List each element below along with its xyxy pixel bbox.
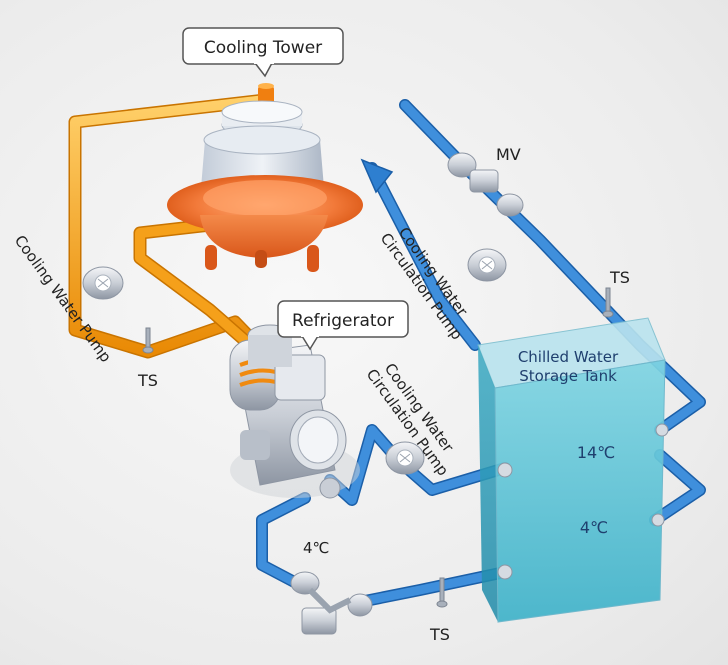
ts-bottom-label: TS: [429, 625, 450, 644]
three-way-valve-icon: [290, 571, 373, 635]
ts-right-label: TS: [609, 268, 630, 287]
tank-title-line2: Storage Tank: [519, 367, 617, 385]
cooling-tower-label: Cooling Tower: [204, 38, 322, 58]
temperature-sensor-icon: [142, 287, 614, 608]
cooling-water-pump-icon: [82, 266, 124, 300]
tank-temp-top: 14℃: [577, 443, 615, 462]
circulation-pump-top-icon: [467, 248, 507, 282]
cooling-tower-callout: Cooling Tower: [182, 27, 344, 78]
refrigerator-unit: [229, 324, 360, 499]
cooling-water-pipes: [68, 93, 272, 359]
outlet-temperature-label: 4℃: [303, 539, 329, 557]
tank-title-line1: Chilled Water: [518, 348, 619, 366]
cooling-tower: [167, 83, 363, 272]
chilled-water-storage-tank: [477, 317, 669, 623]
flow-arrow-icon: [360, 158, 394, 194]
circulation-pump-mid-icon: [385, 441, 425, 475]
ts-left-label: TS: [137, 371, 158, 390]
motor-valve-icon: [447, 152, 524, 217]
refrigerator-label: Refrigerator: [292, 311, 394, 331]
mv-label: MV: [496, 145, 521, 164]
tank-temp-bottom: 4℃: [580, 518, 608, 537]
refrigerator-callout: Refrigerator: [277, 300, 409, 351]
